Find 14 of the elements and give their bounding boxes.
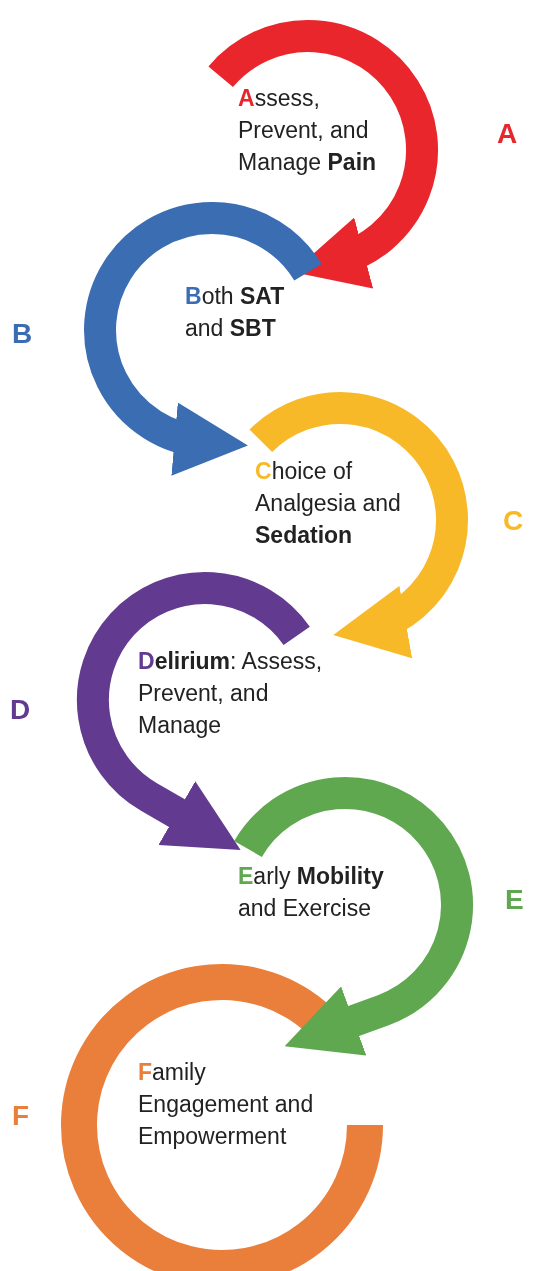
curved-arrow [250,392,468,659]
step-letter: A [497,118,518,150]
curved-arrow [84,202,322,476]
step-text: Family Engagement and Empowerment [138,1058,315,1151]
step-letter: F [12,1100,30,1132]
step-text: Choice of Analgesia and Sedation [255,457,402,550]
step-letter: D [10,694,31,726]
step-letter: B [12,318,33,350]
step-letter: C [503,505,524,537]
step-text: Delirium: Assess, Prevent, and Manage [138,647,324,740]
step-text: Both SAT and SBT [185,282,286,343]
step-text: Early Mobility and Exercise [238,862,385,923]
step-text: Assess, Prevent, and Manage Pain [238,84,378,177]
step-letter: E [505,884,524,916]
